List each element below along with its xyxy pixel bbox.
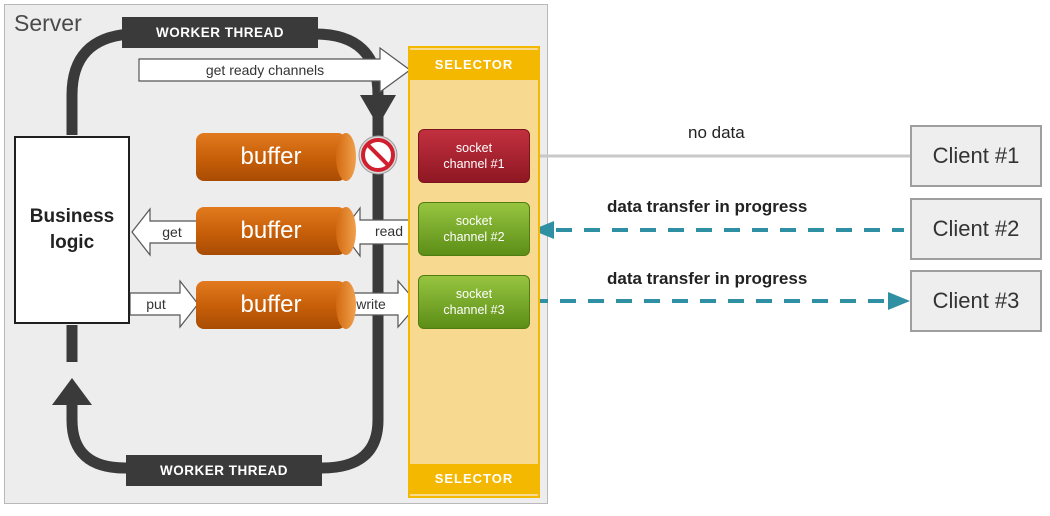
socket-label-line2: channel #2 (443, 230, 505, 244)
selector-panel: SELECTOR SELECTOR (408, 46, 540, 498)
client-label: Client #1 (932, 143, 1020, 168)
get-arrow (131, 207, 198, 257)
worker-thread-label-top: WORKER THREAD (122, 17, 318, 48)
socket-channel-3: socket channel #3 (418, 275, 530, 329)
worker-thread-loop (66, 28, 384, 474)
client-2: Client #2 (910, 198, 1042, 260)
buffer-3: buffer (196, 281, 356, 329)
socket-label-line1: socket (455, 214, 493, 228)
get-ready-label: get ready channels (205, 62, 325, 78)
client-1: Client #1 (910, 125, 1042, 187)
buffer-label: buffer (240, 291, 302, 318)
socket-label-line1: socket (455, 287, 493, 301)
transfer-arrowhead-3 (888, 292, 910, 310)
buffer-2: buffer (196, 207, 356, 255)
buffer-label: buffer (240, 217, 302, 244)
down-arrowhead (360, 95, 396, 126)
no-data-label: no data (688, 123, 745, 142)
put-arrow (129, 279, 199, 329)
socket-label-line1: socket (455, 141, 493, 155)
read-label: read (374, 223, 404, 239)
transfer-arrowhead-2 (532, 221, 554, 239)
transfer-label-2: data transfer in progress (607, 197, 808, 216)
write-label: write (356, 296, 386, 312)
client-label: Client #2 (932, 216, 1020, 241)
socket-label-line2: channel #1 (443, 157, 505, 171)
buffer-1: buffer (196, 133, 356, 181)
selector-label-top: SELECTOR (410, 50, 538, 80)
get-ready-arrow (138, 46, 412, 94)
socket-channel-2: socket channel #2 (418, 202, 530, 256)
business-logic-label: Business logic (29, 206, 115, 253)
socket-label-line2: channel #3 (443, 303, 505, 317)
client-label: Client #3 (932, 288, 1020, 313)
up-arrowhead (52, 378, 92, 405)
socket-channel-1: socket channel #1 (418, 129, 530, 183)
get-label: get (162, 224, 182, 240)
no-entry-icon (358, 135, 398, 175)
put-label: put (146, 296, 166, 312)
business-logic-box: Business logic (14, 136, 130, 324)
transfer-label-3: data transfer in progress (607, 269, 808, 288)
selector-label-bottom: SELECTOR (410, 464, 538, 494)
buffer-label: buffer (240, 143, 302, 170)
worker-thread-label-bottom: WORKER THREAD (126, 455, 322, 486)
server-title: Server (14, 10, 82, 36)
client-3: Client #3 (910, 270, 1042, 332)
